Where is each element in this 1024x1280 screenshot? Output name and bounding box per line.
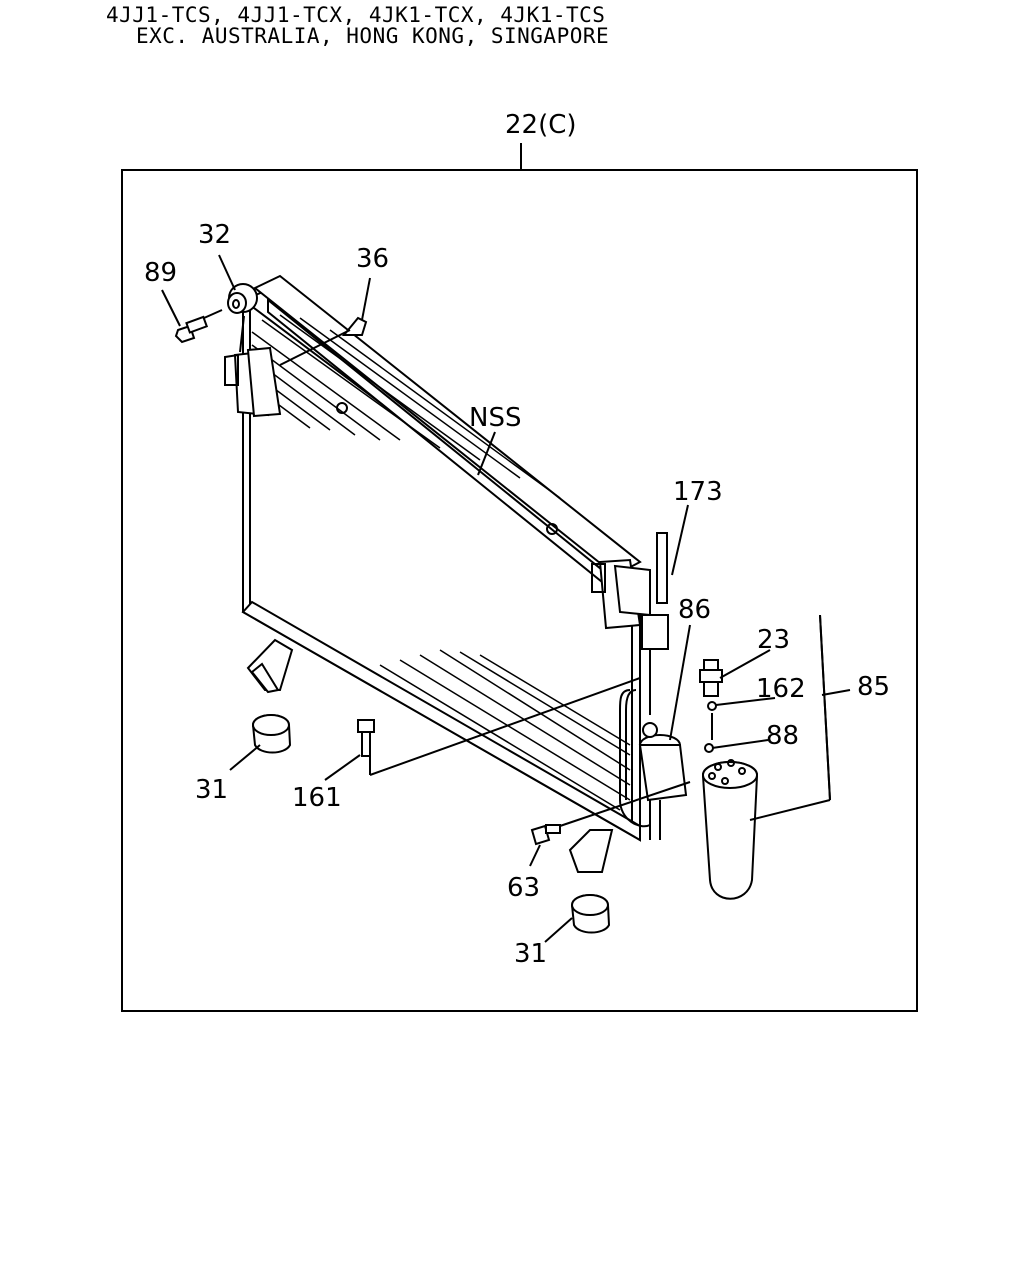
callout-85: 85 — [857, 672, 890, 702]
pipe-173 — [641, 532, 669, 715]
callout-162: 162 — [756, 674, 806, 704]
o-ring-88 — [704, 743, 714, 753]
callout-nss: NSS — [469, 403, 521, 433]
leader-lines — [161, 254, 851, 943]
callout-88: 88 — [766, 721, 799, 751]
callout-89: 89 — [144, 258, 177, 288]
header-line-exclusions: EXC. AUSTRALIA, HONG KONG, SINGAPORE — [136, 24, 610, 48]
assembly-frame — [121, 169, 918, 1012]
condenser-core — [241, 274, 642, 842]
callout-32: 32 — [198, 220, 231, 250]
right-foot — [568, 829, 614, 873]
callout-31-left: 31 — [195, 775, 228, 805]
header-line-models: 4JJ1-TCS, 4JJ1-TCX, 4JK1-TCX, 4JK1-TCS — [106, 3, 606, 27]
cushion-32 — [227, 283, 258, 314]
bolt-161 — [357, 719, 375, 757]
callout-86: 86 — [678, 595, 711, 625]
left-foot — [246, 638, 294, 694]
cap-31-left — [252, 714, 292, 754]
cap-31-bottom — [571, 894, 611, 934]
left-top-bracket — [224, 346, 282, 418]
bolt-89 — [174, 315, 209, 344]
o-ring-162 — [707, 701, 717, 711]
right-top-bracket — [591, 558, 651, 630]
receiver-drier-85 — [702, 759, 758, 900]
bolt-63 — [530, 824, 561, 846]
callout-161: 161 — [292, 783, 342, 813]
callout-63: 63 — [507, 873, 540, 903]
callout-23: 23 — [757, 625, 790, 655]
callout-31-bottom: 31 — [514, 939, 547, 969]
callout-36: 36 — [356, 244, 389, 274]
callout-173: 173 — [673, 477, 723, 507]
pressure-switch-23 — [699, 659, 723, 697]
assembly-label: 22(C) — [505, 110, 577, 140]
